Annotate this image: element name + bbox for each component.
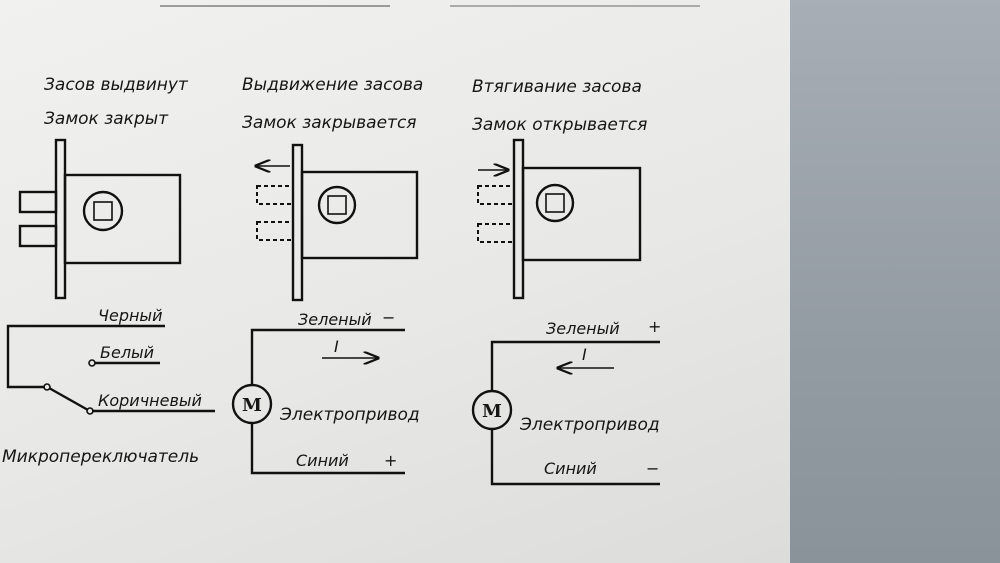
motor-extend-wire-top-label: Зеленый	[298, 310, 372, 329]
motor-extend-polarity-bottom: +	[384, 451, 397, 470]
lock-2-body	[300, 170, 419, 260]
lock-3-cylinder-icon	[535, 183, 575, 223]
panel-1-caption-lock: Замок закрыт	[44, 109, 169, 129]
switch-contact-white	[88, 359, 96, 367]
switch-lever-icon	[48, 386, 89, 412]
lock-2-bolt-bottom-dashed	[256, 221, 294, 241]
motor-retract-motor-icon	[471, 389, 513, 431]
lock-2-cylinder-icon	[317, 185, 357, 225]
lock-1-key-square	[93, 201, 113, 221]
motor-extend-wire-bottom-label: Синий	[296, 451, 349, 470]
lock-2-faceplate	[291, 143, 304, 302]
motor-retract-m-symbol: M	[482, 401, 502, 422]
motor-retract-polarity-top: +	[648, 317, 661, 336]
panel-2-caption-lock: Замок закрывается	[242, 113, 417, 133]
motor-extend-polarity-top: −	[382, 308, 395, 327]
panel-3-caption-lock: Замок открывается	[472, 115, 647, 135]
motor-retract-circuit: M I Зеленый + Синий − Электропривод	[471, 317, 661, 486]
motor-extend-current-symbol: I	[334, 337, 339, 356]
switch-contact-brown	[86, 407, 94, 415]
motor-extend-wire-bottom	[250, 422, 405, 475]
lock-2-bolt-top-dashed	[256, 185, 294, 205]
lock-2-bolt-extending	[256, 143, 419, 302]
motor-extend-label: Электропривод	[279, 405, 420, 425]
wire-brown-label: Коричневый	[98, 391, 202, 410]
lock-1-bolt-top	[18, 190, 58, 214]
panel-1-caption-state: Засов выдвинут	[44, 75, 189, 95]
wire-black-label: Черный	[98, 306, 162, 325]
lock-3-bolt-bottom-dashed	[477, 223, 515, 243]
lock-2-key-square	[327, 195, 347, 215]
lock-3-bolt-retracting	[477, 138, 642, 300]
motor-retract-label: Электропривод	[519, 415, 660, 435]
lock-1-cylinder-icon	[82, 190, 124, 232]
motor-retract-current-symbol: I	[582, 345, 587, 364]
panel-3-caption-state: Втягивание засова	[472, 77, 642, 97]
motor-extend-circuit: M I Зеленый − Синий + Электропривод	[231, 308, 420, 475]
motor-extend-m-symbol: M	[242, 395, 262, 416]
microswitch-circuit: Черный Белый Коричневый Микропереключате…	[2, 306, 215, 467]
lock-3-bolt-top-dashed	[477, 185, 515, 205]
switch-contact-common	[43, 383, 51, 391]
motor-retract-polarity-bottom: −	[646, 459, 659, 478]
motor-extend-wire-top	[250, 328, 405, 385]
switch-wire-black-line	[6, 324, 165, 389]
motor-retract-wire-top-label: Зеленый	[546, 319, 620, 338]
lock-1-faceplate	[54, 138, 67, 300]
motor-retract-wire-top	[490, 340, 660, 391]
lock-3-body	[521, 166, 642, 262]
lock-1-bolt-extended	[18, 138, 182, 300]
microswitch-label: Микропереключатель	[2, 447, 199, 467]
lock-3-key-square	[545, 193, 565, 213]
motor-retract-wire-bottom-label: Синий	[544, 459, 597, 478]
background-surface	[790, 0, 1000, 563]
motor-retract-wire-bottom	[490, 429, 660, 486]
paper-sheet	[0, 0, 790, 563]
lock-1-body	[63, 173, 182, 265]
motor-extend-motor-icon	[231, 383, 273, 425]
lock-3-faceplate	[512, 138, 525, 300]
panel-2-caption-state: Выдвижение засова	[242, 75, 423, 95]
lock-1-bolt-bottom	[18, 224, 58, 248]
wire-white-label: Белый	[100, 343, 154, 362]
